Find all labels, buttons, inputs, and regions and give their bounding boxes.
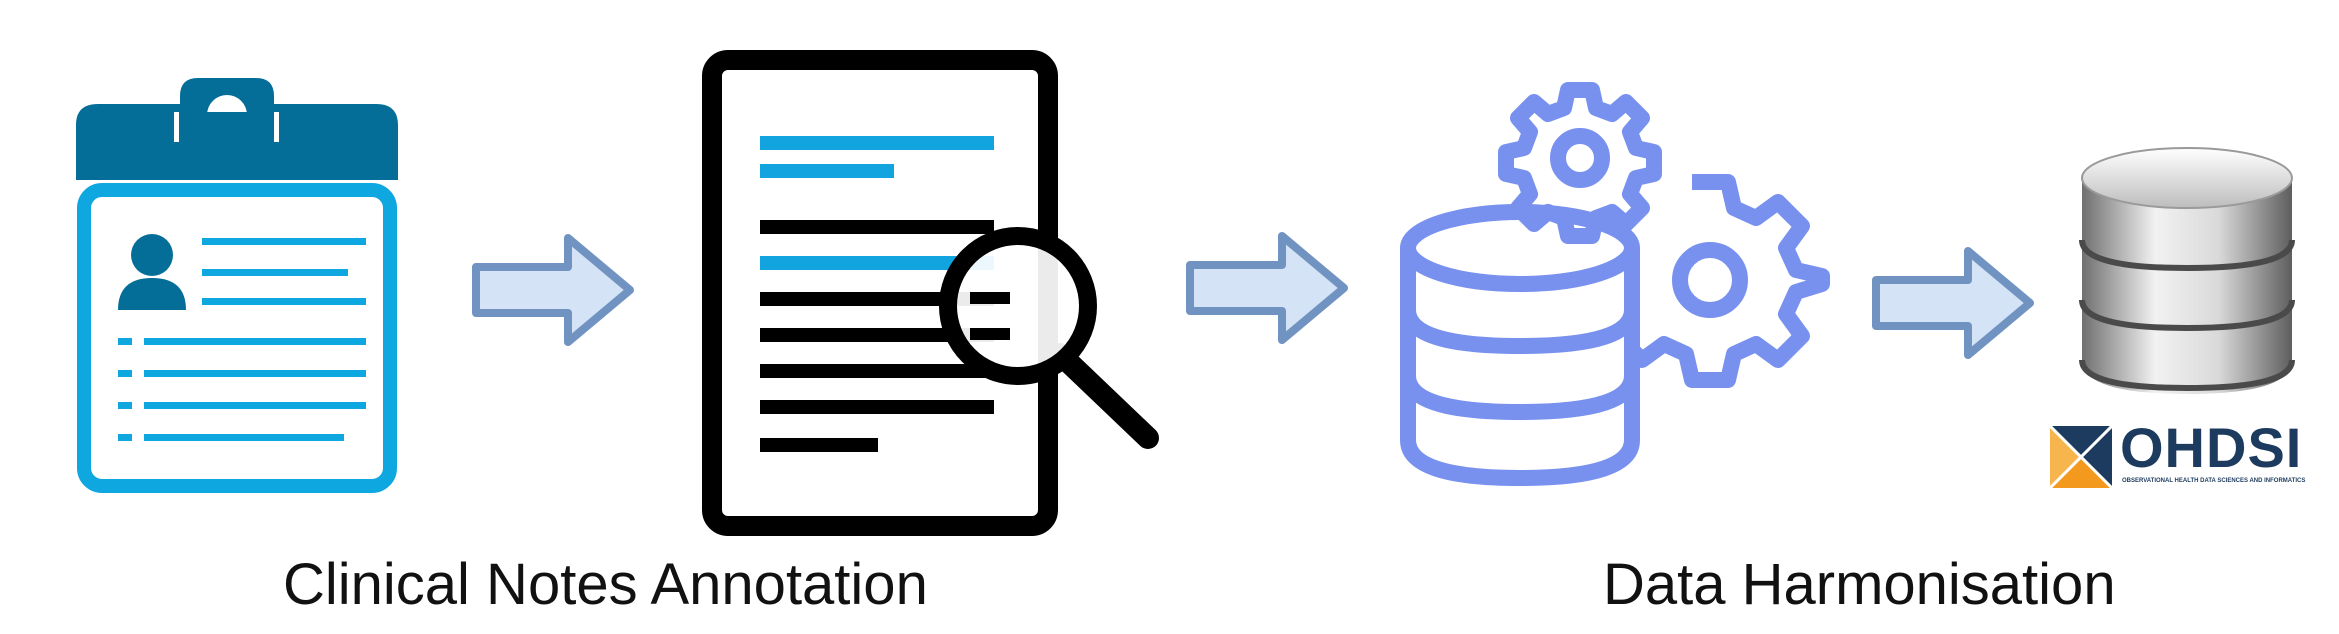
- database-cylinder-icon: [2079, 147, 2295, 394]
- ohdsi-logo: OHDSI OBSERVATIONAL HEALTH DATA SCIENCES…: [2050, 420, 2332, 492]
- caption-data-harmonisation: Data Harmonisation: [1603, 552, 2116, 617]
- arrow-right-icon: [472, 234, 634, 346]
- caption-clinical-notes-annotation: Clinical Notes Annotation: [283, 552, 928, 617]
- clipboard-patient-record-icon: [76, 78, 398, 493]
- ohdsi-emblem-icon: [2050, 426, 2112, 488]
- arrow-right-icon: [1186, 232, 1348, 344]
- ohdsi-logo-text: OHDSI: [2120, 416, 2303, 479]
- document-magnifier-icon: [702, 50, 1159, 536]
- ohdsi-logo-subtext: OBSERVATIONAL HEALTH DATA SCIENCES AND I…: [2122, 478, 2306, 484]
- arrow-right-icon: [1872, 247, 2034, 359]
- database-gears-icon: [1400, 82, 1830, 486]
